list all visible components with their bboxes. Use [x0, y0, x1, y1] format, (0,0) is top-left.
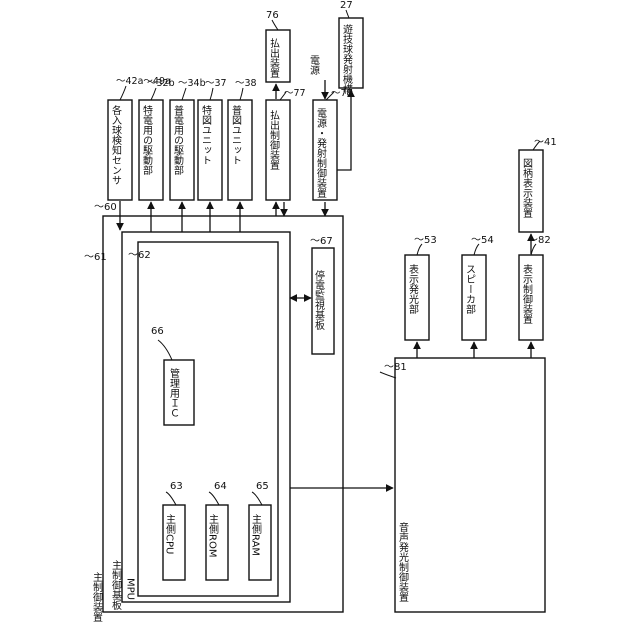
- main-control-board-label: 主制御基板: [110, 560, 122, 611]
- ref-37: 〜37: [205, 78, 227, 89]
- special-unit-block: 特図ユニット: [198, 100, 222, 200]
- ref-34b: 〜34b: [178, 78, 206, 89]
- normal-drive-block: 普電用の駆動部: [170, 100, 194, 200]
- special-drive-block: 特電用の駆動部: [139, 100, 163, 200]
- normal-unit-label: 普図ユニット: [230, 104, 242, 165]
- ref-64: 64: [214, 481, 227, 492]
- ref-53: 〜53: [414, 235, 437, 246]
- management-ic-block: 管理用ＩＣ: [164, 360, 194, 425]
- payout-control-label: 払出制御装置: [268, 109, 280, 170]
- ref-41: 〜41: [534, 137, 557, 148]
- entry-sensors-block: 各入球検知センサ: [108, 100, 132, 200]
- power-source-label: 電源: [308, 55, 320, 76]
- speaker-label: スピーカ部: [464, 264, 476, 315]
- speaker-block: スピーカ部: [462, 255, 486, 340]
- payout-device-block: 払出装置: [266, 30, 290, 82]
- ref-67: 〜67: [310, 236, 333, 247]
- display-control-label: 表示制御装置: [521, 263, 533, 324]
- display-control-block: 表示制御装置: [519, 255, 543, 340]
- figure-display-label: 図柄表示装置: [521, 158, 533, 218]
- ref-76: 76: [266, 10, 279, 21]
- power-launch-control-block: 電源・発射制御装置: [313, 100, 337, 200]
- power-to-launch-arrow: [337, 90, 351, 170]
- ref-32b: 〜32b: [147, 78, 175, 89]
- ref-54: 〜54: [471, 235, 494, 246]
- special-drive-label: 特電用の駆動部: [141, 105, 153, 176]
- figure-display-block: 図柄表示装置: [519, 150, 543, 232]
- normal-unit-block: 普図ユニット: [228, 100, 252, 200]
- main-rom-label: 主側ROM: [207, 514, 219, 558]
- main-ram-block: 主側RAM: [249, 505, 271, 580]
- normal-drive-label: 普電用の駆動部: [172, 104, 184, 176]
- main-ram-label: 主側RAM: [250, 514, 262, 556]
- ref-38: 〜38: [235, 78, 257, 89]
- ref-66: 66: [151, 326, 164, 337]
- ref-63: 63: [170, 481, 183, 492]
- ref-62: 〜62: [128, 250, 151, 261]
- main-control-device-label: 主制御装置: [91, 572, 103, 622]
- display-light-block: 表示発光部: [405, 255, 429, 340]
- ref-77: 〜77: [284, 88, 306, 99]
- ref-61: 〜61: [84, 252, 107, 263]
- ref-60: 〜60: [94, 202, 117, 213]
- main-cpu-block: 主側CPU: [163, 505, 185, 580]
- main-rom-block: 主側ROM: [206, 505, 228, 580]
- power-launch-control-label: 電源・発射制御装置: [315, 108, 327, 198]
- ref-65: 65: [256, 481, 269, 492]
- main-cpu-label: 主側CPU: [164, 514, 176, 555]
- payout-control-block: 払出制御装置: [266, 100, 290, 200]
- power-outage-board-label: 停電監視基板: [313, 269, 325, 331]
- management-ic-label: 管理用ＩＣ: [168, 367, 180, 418]
- special-unit-label: 特図ユニット: [200, 105, 212, 165]
- entry-sensors-label: 各入球検知センサ: [110, 104, 122, 185]
- launch-mechanism-block: 遊技球発射機構: [339, 18, 363, 94]
- sound-light-control-label: 音声発光制御装置: [397, 521, 409, 602]
- payout-device-label: 払出装置: [268, 37, 280, 78]
- mpu-label: MPU: [125, 578, 136, 600]
- display-light-label: 表示発光部: [407, 263, 419, 315]
- ref-81: 〜81: [384, 362, 407, 373]
- ref-27: 27: [340, 0, 353, 11]
- power-outage-board-block: 停電監視基板: [312, 248, 334, 354]
- launch-mechanism-label: 遊技球発射機構: [341, 23, 353, 94]
- sound-light-control-block: 音声発光制御装置: [395, 358, 545, 612]
